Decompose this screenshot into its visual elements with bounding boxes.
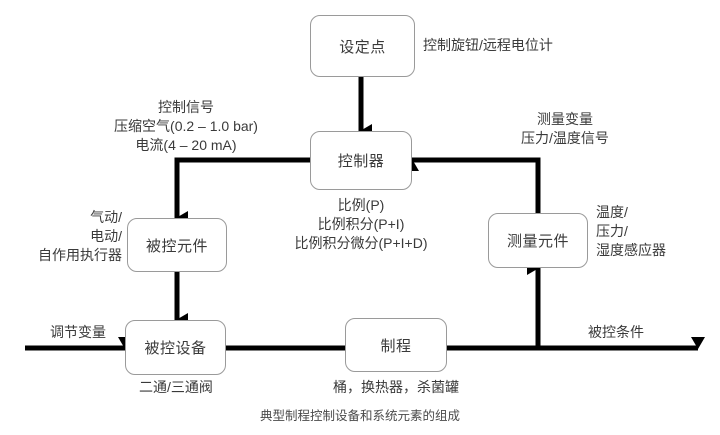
line-measuring-element-to-controller xyxy=(405,157,541,213)
annotation-control-signal: 控制信号 压缩空气(0.2 – 1.0 bar) 电流(4 – 20 mA) xyxy=(114,99,258,153)
annotation-process-types: 桶，换热器，杀菌罐 xyxy=(333,379,459,395)
node-controlled-element[interactable]: 被控元件 xyxy=(127,218,227,272)
node-process[interactable]: 制程 xyxy=(345,318,447,372)
annotation-controlled-condition: 被控条件 xyxy=(588,324,644,340)
diagram-caption: 典型制程控制设备和系统元素的组成 xyxy=(259,409,460,423)
line-controller-to-controlled-element xyxy=(174,157,310,225)
node-controller-label: 控制器 xyxy=(337,153,385,170)
node-measuring-element-label: 测量元件 xyxy=(506,233,569,250)
annotation-controller-modes: 比例(P) 比例积分(P+I) 比例积分微分(P+I+D) xyxy=(294,197,428,251)
annotation-actuator-types: 气动/ 电动/ 自作用执行器 xyxy=(38,209,122,263)
annotation-valve-types: 二通/三通阀 xyxy=(139,379,213,395)
node-setpoint[interactable]: 设定点 xyxy=(310,15,415,77)
node-measuring-element[interactable]: 测量元件 xyxy=(488,213,588,268)
annotation-manipulated-variable: 调节变量 xyxy=(50,324,106,340)
annotation-measured-variable: 测量变量 压力/温度信号 xyxy=(521,111,609,146)
annotation-sensor-types: 温度/ 压力/ 湿度感应器 xyxy=(596,204,666,258)
node-controlled-element-label: 被控元件 xyxy=(145,237,208,255)
node-controlled-device[interactable]: 被控设备 xyxy=(125,320,226,375)
node-controlled-device-label: 被控设备 xyxy=(144,340,207,357)
node-setpoint-label: 设定点 xyxy=(339,38,386,56)
node-controller[interactable]: 控制器 xyxy=(310,131,412,190)
node-process-label: 制程 xyxy=(380,337,412,355)
annotation-setpoint-note: 控制旋钮/远程电位计 xyxy=(423,37,553,53)
